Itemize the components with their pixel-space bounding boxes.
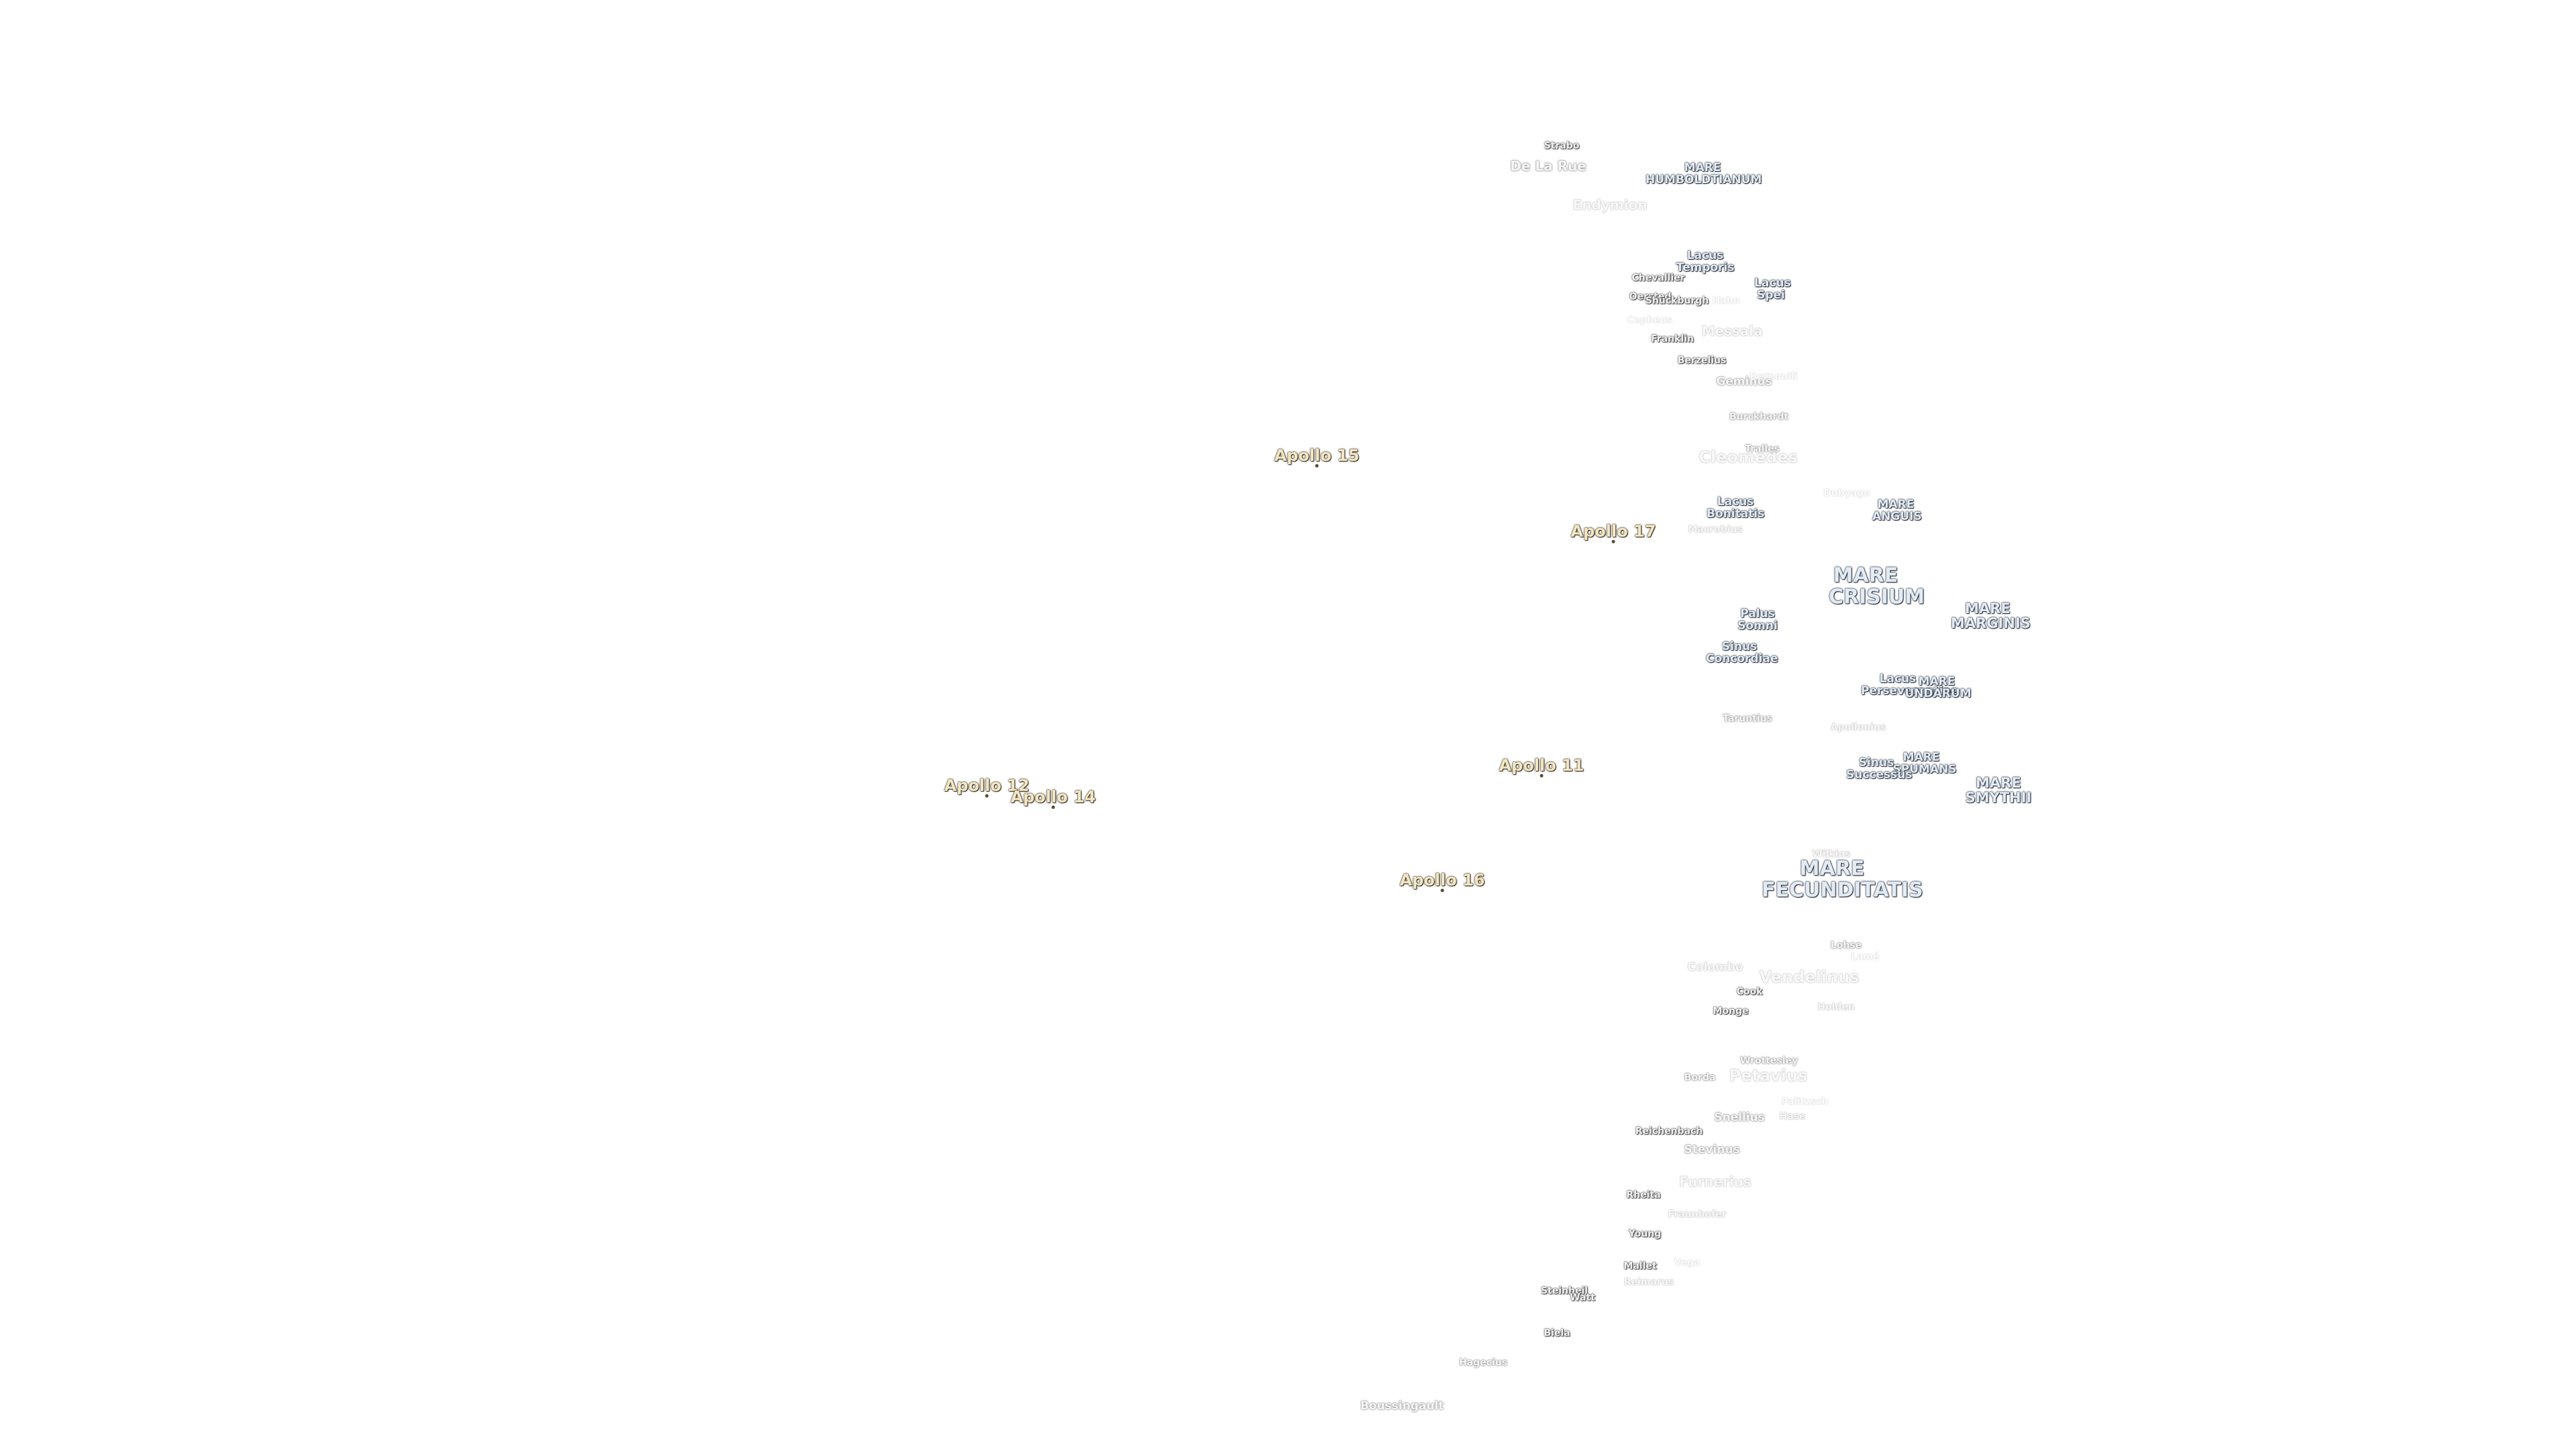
crater-hahn-label[interactable]: Hahn (1712, 295, 1740, 307)
crater-shuckburgh-label[interactable]: Shuckburgh (1645, 295, 1709, 307)
crater-monge-label[interactable]: Monge (1713, 1006, 1749, 1017)
landing-site-marker (1315, 464, 1319, 468)
crater-rheita-label[interactable]: Rheita (1626, 1189, 1661, 1201)
apollo-17-label[interactable]: Apollo 17 (1570, 521, 1656, 544)
mare-fecunditatis-label[interactable]: MARE FECUNDITATIS (1762, 857, 1923, 902)
crater-apollonius-label[interactable]: Apollonius (1830, 722, 1886, 733)
crater-biela-label[interactable]: Biela (1544, 1328, 1570, 1339)
crater-watt-label[interactable]: Watt (1570, 1292, 1595, 1303)
mare-crisium-label[interactable]: MARE CRISIUM (1829, 564, 1925, 608)
mare-marginis-label[interactable]: MARE MARGINIS (1951, 600, 2031, 631)
apollo-14-label[interactable]: Apollo 14 (1010, 787, 1096, 810)
crater-dubyago-label[interactable]: Dubyago (1823, 488, 1870, 499)
crater-cepheus-label[interactable]: Cepheus (1627, 315, 1672, 326)
crater-macrobius-label[interactable]: Macrobius (1688, 524, 1743, 535)
landing-site-marker (985, 794, 989, 798)
crater-bernoulli-label[interactable]: Bernoulli (1750, 371, 1798, 382)
apollo-15-label[interactable]: Apollo 15 (1274, 445, 1360, 468)
crater-messala-label[interactable]: Messala (1701, 323, 1763, 339)
palus-somni-label[interactable]: Palus Somni (1737, 607, 1778, 633)
crater-oersted-label[interactable]: Oersted (1629, 291, 1672, 303)
mare-undarum-label[interactable]: MARE UNDARUM (1904, 675, 1972, 700)
landing-site-marker (1540, 774, 1544, 778)
landing-site-marker (1440, 889, 1444, 893)
sinus-concordiae-label[interactable]: Sinus Concordiae (1706, 640, 1778, 665)
crater-vega-label[interactable]: Vega (1674, 1257, 1701, 1269)
apollo-15-text: Apollo 15 (1274, 445, 1360, 465)
crater-wilkins-label[interactable]: Wilkins (1812, 849, 1851, 860)
crater-hase-label[interactable]: Hase (1779, 1111, 1806, 1122)
apollo-11-label[interactable]: Apollo 11 (1499, 755, 1585, 778)
crater-wrottesley-label[interactable]: Wrottesley (1739, 1055, 1799, 1067)
mare-smythii-label[interactable]: MARE SMYTHII (1965, 774, 2032, 806)
apollo-16-text: Apollo 16 (1399, 870, 1485, 890)
crater-endymion-label[interactable]: Endymion (1572, 197, 1648, 213)
crater-tralles-label[interactable]: Tralles (1745, 443, 1780, 455)
apollo-12-text: Apollo 12 (944, 775, 1030, 795)
crater-holden-label[interactable]: Holden (1817, 1002, 1855, 1013)
crater-snellius-label[interactable]: Snellius (1714, 1111, 1765, 1125)
crater-cleomedes-label[interactable]: Cleomedes (1699, 447, 1798, 467)
crater-fraunhofer-label[interactable]: Fraunhofer (1668, 1209, 1727, 1220)
crater-strabo-label[interactable]: Strabo (1544, 140, 1580, 152)
crater-petavius-label[interactable]: Petavius (1729, 1066, 1808, 1085)
sinus-successus-label[interactable]: Sinus Successus (1846, 756, 1913, 782)
crater-lohse-label[interactable]: Lohse (1830, 940, 1862, 951)
crater-boussingault-label[interactable]: Boussingault (1360, 1399, 1444, 1413)
lacus-spei-label[interactable]: Lacus Spei (1754, 276, 1791, 302)
crater-lame-label[interactable]: Lamé (1850, 951, 1880, 963)
crater-hagecius-label[interactable]: Hagecius (1458, 1357, 1508, 1368)
crater-franklin-label[interactable]: Franklin (1651, 333, 1694, 345)
crater-de-la-rue-label[interactable]: De La Rue (1510, 158, 1587, 174)
crater-geminus-label[interactable]: Geminus (1716, 375, 1772, 389)
landing-site-marker (1611, 540, 1615, 544)
crater-reimarus-label[interactable]: Reimarus (1623, 1277, 1674, 1288)
crater-vendelinus-label[interactable]: Vendelinus (1759, 967, 1860, 987)
mare-humboldtianum-label[interactable]: MARE HUMBOLDTIANUM (1646, 161, 1762, 186)
crater-palitzsch-label[interactable]: Palitzsch (1780, 1096, 1829, 1108)
apollo-16-label[interactable]: Apollo 16 (1399, 870, 1485, 893)
crater-reichenbach-label[interactable]: Reichenbach (1635, 1126, 1703, 1137)
crater-mallet-label[interactable]: Mallet (1623, 1260, 1657, 1272)
mare-spumans-label[interactable]: MARE SPUMANS (1892, 751, 1957, 776)
crater-cook-label[interactable]: Cook (1736, 986, 1763, 998)
apollo-11-text: Apollo 11 (1499, 755, 1585, 775)
crater-young-label[interactable]: Young (1628, 1228, 1662, 1240)
mare-anguis-label[interactable]: MARE ANGUIS (1872, 498, 1922, 523)
crater-stevinus-label[interactable]: Stevinus (1684, 1143, 1740, 1157)
lacus-perseverantiae-label[interactable]: Lacus Perseverantiae (1861, 672, 1959, 698)
lacus-temporis-label[interactable]: Lacus Temporis (1676, 249, 1735, 274)
crater-furnerius-label[interactable]: Furnerius (1679, 1173, 1752, 1190)
landing-site-marker (1051, 806, 1055, 810)
lacus-bonitatis-label[interactable]: Lacus Bonitatis (1707, 495, 1765, 521)
crater-burckhardt-label[interactable]: Burckhardt (1729, 411, 1789, 423)
crater-colombo-label[interactable]: Colombo (1687, 961, 1743, 975)
apollo-12-label[interactable]: Apollo 12 (944, 775, 1030, 798)
apollo-14-text: Apollo 14 (1010, 787, 1096, 806)
apollo-17-text: Apollo 17 (1570, 521, 1656, 541)
crater-berzelius-label[interactable]: Berzelius (1677, 355, 1727, 366)
crater-borda-label[interactable]: Borda (1684, 1072, 1716, 1083)
crater-chevallier-label[interactable]: Chevallier (1631, 272, 1685, 284)
crater-steinheil-label[interactable]: Steinheil (1540, 1285, 1589, 1297)
crater-taruntius-label[interactable]: Taruntius (1723, 713, 1772, 724)
